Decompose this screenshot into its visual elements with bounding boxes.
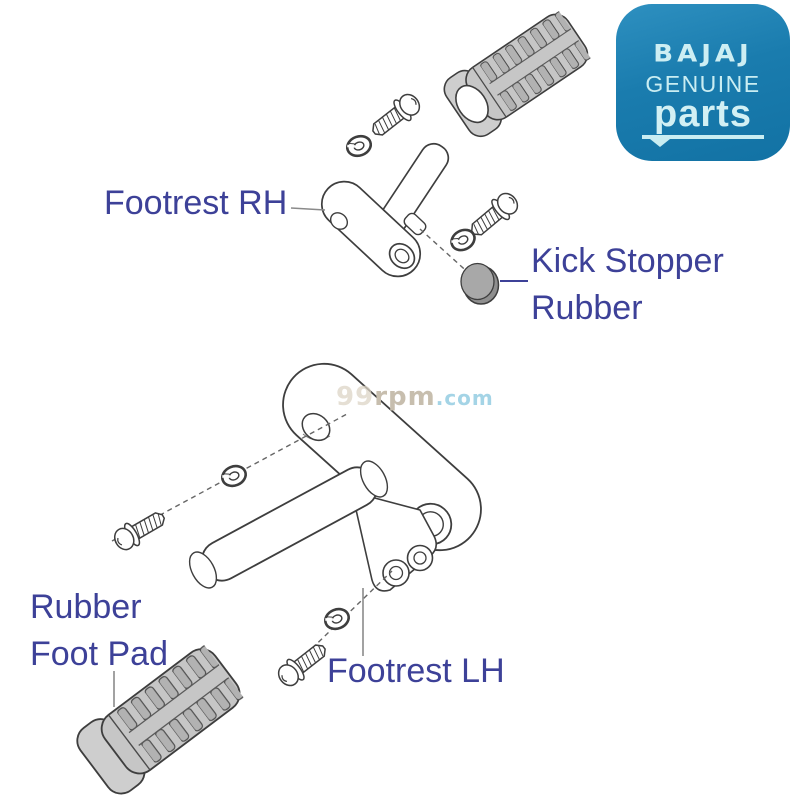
logo-brand-text: BAJAJ [653,40,753,68]
bolt-top-icon [365,88,426,144]
logo-underline [642,135,764,148]
assembly-dashed-line-kick-stopper [419,228,473,277]
footrest-lh-gusset-drawing [351,491,438,592]
label-rubber-foot-pad: Rubber Foot Pad [30,584,168,678]
logo-genuine-text: GENUINE [645,71,761,97]
bajaj-genuine-parts-logo: BAJAJ GENUINE parts [616,4,790,161]
watermark: 99rpm.com [336,384,494,411]
footrest-rh-drawing [320,142,450,278]
watermark-prefix: 99 [336,382,375,412]
rubber-foot-pad-top-drawing [438,4,597,143]
watermark-suffix: .com [435,386,494,410]
label-rubber-foot-pad-line2: Foot Pad [30,635,168,673]
label-kick-stopper: Kick Stopper Rubber [531,238,724,332]
label-footrest-lh: Footrest LH [327,652,505,690]
lock-washer-left-icon [218,461,250,491]
leader-line-footrest-rh [290,207,326,211]
label-kick-stopper-line2: Rubber [531,289,643,327]
lock-washer-bottom-icon [321,604,353,634]
footrest-lh-rod-drawing [188,460,389,589]
label-footrest-rh: Footrest RH [104,184,288,222]
bolt-bottom-icon [272,636,333,692]
label-rubber-foot-pad-line1: Rubber [30,588,142,626]
lock-washer-top-icon [343,131,375,161]
bolt-left-icon [109,504,171,556]
label-kick-stopper-line1: Kick Stopper [531,242,724,280]
logo-parts-text: parts [654,93,752,135]
logo-chevron-icon [650,139,670,148]
kick-stopper-rubber-disc-drawing [460,262,500,305]
watermark-name: rpm [374,382,436,412]
